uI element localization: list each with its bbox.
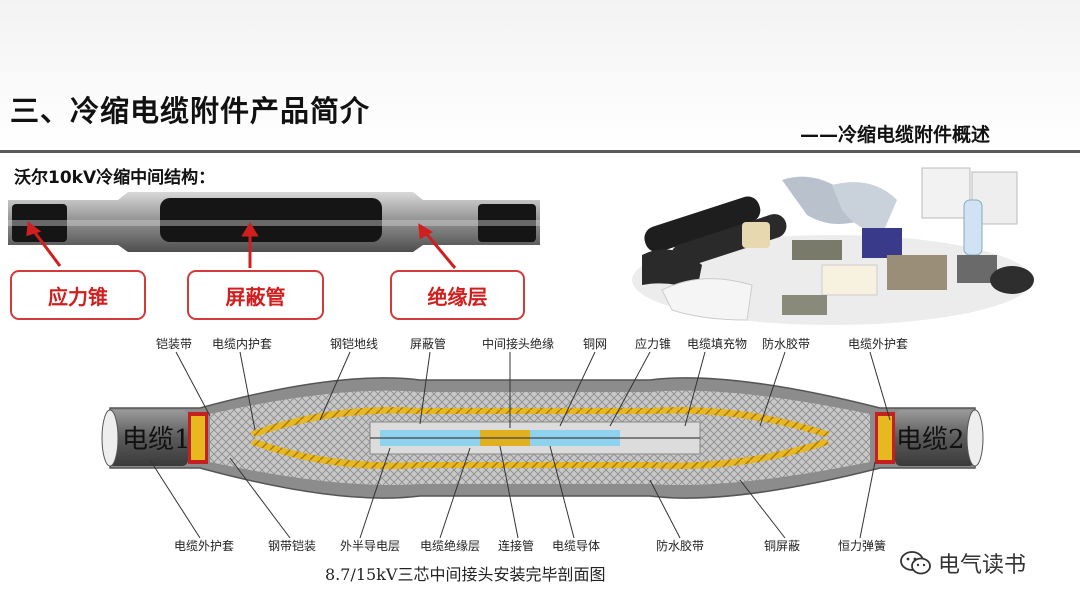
top-label-1: 铠装带 [156, 336, 192, 351]
watermark: 电气读书 [900, 547, 1026, 579]
bottom-label-9: 恒力弹簧 [838, 538, 886, 553]
top-label-5: 中间接头绝缘 [482, 336, 554, 351]
joint-cross-section-diagram: 电缆1 电缆2 铠装带 电缆内护套 钢铠地线 屏蔽管 中间接头绝缘 铜网 应力锥… [101, 336, 984, 584]
insulation-layer-label: 绝缘层 [390, 270, 525, 320]
top-label-2: 电缆内护套 [212, 337, 272, 351]
bottom-label-5: 连接管 [498, 538, 534, 553]
top-label-3: 钢铠地线 [330, 336, 378, 351]
stress-cone-label: 应力锥 [10, 270, 146, 320]
wechat-icon [900, 551, 931, 575]
section-label: 沃尔10kV冷缩中间结构： [14, 168, 216, 188]
top-label-9: 防水胶带 [762, 336, 810, 351]
bottom-label-3: 外半导电层 [340, 539, 400, 553]
diagram-caption: 8.7/15kV三芯中间接头安装完毕剖面图 [325, 565, 605, 584]
top-label-4: 屏蔽管 [410, 336, 446, 351]
bottom-label-2: 钢带铠装 [268, 538, 316, 553]
watermark-text: 电气读书 [938, 553, 1027, 578]
cold-shrink-joint-photo [8, 192, 540, 269]
bottom-label-4: 电缆绝缘层 [420, 538, 480, 553]
top-label-10: 电缆外护套 [848, 337, 908, 351]
bottom-label-6: 电缆导体 [552, 539, 600, 553]
top-label-6: 铜网 [583, 336, 607, 351]
header-band [0, 0, 1080, 150]
accessory-kit-photo [632, 160, 1044, 330]
bottom-label-1: 电缆外护套 [174, 539, 234, 553]
cable-1-label: 电缆1 [122, 425, 191, 455]
top-label-8: 电缆填充物 [687, 336, 747, 351]
header-divider [0, 150, 1080, 153]
bottom-label-8: 铜屏蔽 [764, 538, 800, 553]
top-label-7: 应力锥 [635, 336, 671, 351]
bottom-label-7: 防水胶带 [656, 538, 704, 553]
shield-tube-label: 屏蔽管 [187, 270, 324, 320]
slide-title: 三、冷缩电缆附件产品简介 [10, 94, 371, 128]
slide-subtitle: ——冷缩电缆附件概述 [799, 124, 990, 146]
cable-2-label: 电缆2 [896, 425, 965, 455]
